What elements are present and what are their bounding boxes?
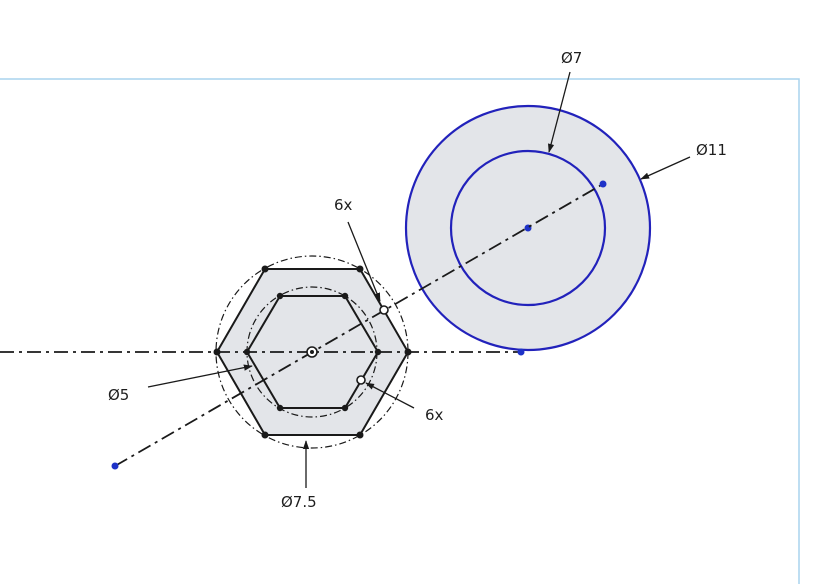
vertex-point[interactable] (341, 404, 349, 412)
diagonal-center-line[interactable] (114, 183, 604, 467)
dim-leader-hex-outer-count[interactable] (347, 221, 381, 302)
vertex-point[interactable] (261, 265, 269, 273)
line-endpoint[interactable] (111, 462, 119, 470)
washer-group[interactable] (404, 104, 652, 352)
dim-leader-hex-inner-count[interactable] (365, 382, 415, 409)
dimension-leaders (147, 71, 691, 488)
vertex-point[interactable] (261, 431, 269, 439)
dim-label-hex-inner-count[interactable]: 6x (425, 406, 444, 424)
vertex-point[interactable] (404, 348, 412, 356)
line-endpoint[interactable] (599, 180, 607, 188)
vertex-point[interactable] (356, 431, 364, 439)
dim-leader-inner-circle[interactable] (548, 71, 571, 153)
hex-outer-midpoint-constraint[interactable] (379, 305, 389, 315)
vertex-point[interactable] (341, 292, 349, 300)
sketch-plane-frame (0, 78, 800, 584)
vertex-point[interactable] (276, 404, 284, 412)
vertex-point[interactable] (356, 265, 364, 273)
dim-leader-outer-circle[interactable] (640, 156, 691, 180)
vertex-point[interactable] (374, 348, 382, 356)
line-endpoint[interactable] (517, 348, 525, 356)
vertex-point[interactable] (276, 292, 284, 300)
hex-vertex-points (213, 265, 412, 439)
dim-label-hex-outer[interactable]: Ø7.5 (281, 493, 317, 511)
dim-leader-hex-inner[interactable] (147, 364, 253, 388)
dim-label-inner-circle[interactable]: Ø7 (561, 49, 582, 67)
dim-label-hex-inner[interactable]: Ø5 (108, 386, 129, 404)
hex-center-point[interactable] (306, 346, 318, 358)
vertex-point[interactable] (213, 348, 221, 356)
hex-inner-midpoint-constraint[interactable] (356, 375, 366, 385)
vertex-point[interactable] (243, 348, 251, 356)
dim-label-outer-circle[interactable]: Ø11 (696, 141, 727, 159)
dim-label-hex-outer-count[interactable]: 6x (334, 196, 353, 214)
